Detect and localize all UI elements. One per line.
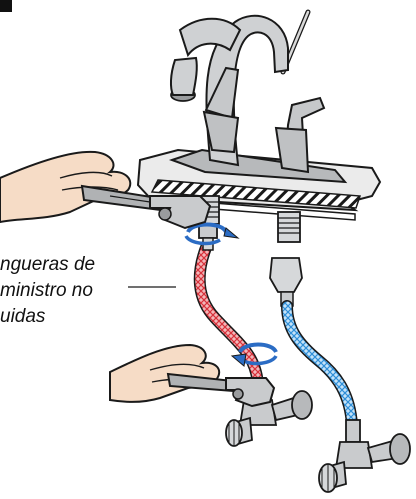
callout-line-2: ministro no [0, 280, 93, 301]
rotation-arrow-icon [184, 222, 240, 246]
supply-hose-callout: ngueras de ministro no uidas [0, 252, 140, 330]
threaded-shank-right [277, 211, 301, 243]
corner-marker [0, 0, 12, 12]
callout-line-3: uidas [0, 306, 46, 327]
hand-icon [0, 150, 132, 224]
rotation-arrow-icon-lower [230, 342, 278, 367]
faucet-icon [168, 14, 348, 184]
adjustable-wrench-icon [80, 184, 212, 230]
supply-hose-icon [269, 257, 358, 431]
adjustable-wrench-icon-lower [166, 372, 276, 408]
callout-line-1: ngueras de [0, 254, 96, 275]
hand-icon-lower [109, 343, 221, 403]
shutoff-valve-cold [318, 419, 411, 493]
